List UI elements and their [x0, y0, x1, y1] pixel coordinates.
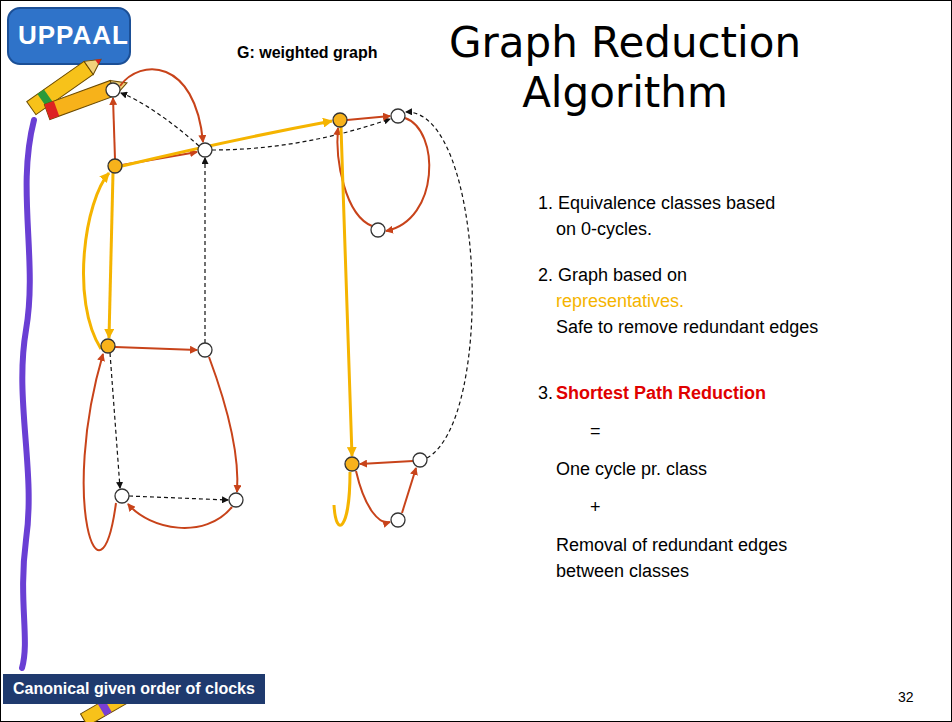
list-item: 1. Equivalence classes based on 0-cycles… — [538, 190, 796, 242]
logo-plate — [8, 8, 130, 64]
crayon-icon — [27, 53, 140, 722]
list-item: 2. Graph based on — [538, 262, 687, 288]
operator-symbol: + — [590, 494, 601, 520]
list-text: Removal of redundant edges between class… — [556, 532, 806, 584]
list-text: One cycle pr. class — [556, 456, 707, 482]
slide-title: Graph Reduction Algorithm — [395, 18, 855, 118]
operator-symbol: = — [590, 418, 601, 444]
graph-vertices — [101, 83, 427, 527]
caption-box: Canonical given order of clocks — [3, 674, 265, 704]
list-text: Safe to remove redundant edges — [556, 314, 818, 340]
graph-caption: G: weighted graph — [237, 40, 377, 66]
logo-text: UPPAAL — [18, 20, 129, 50]
decor-line — [22, 120, 34, 668]
box-text: Canonical given order of clocks — [13, 679, 255, 699]
emphasis-text: Shortest Path Reduction — [556, 380, 766, 406]
list-number: 3. — [538, 380, 553, 406]
page-number: 32 — [898, 688, 914, 706]
highlight-text: representatives. — [556, 288, 684, 314]
graph-edges — [84, 69, 473, 550]
